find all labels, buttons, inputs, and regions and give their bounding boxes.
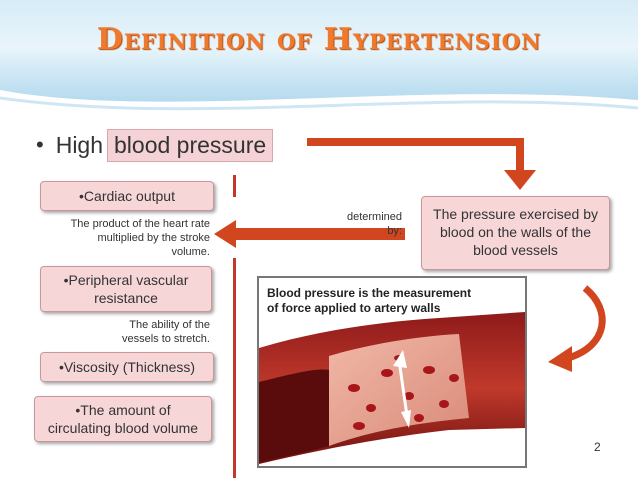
artery-drawing [259,312,525,464]
connector-arrowhead-down [504,170,536,190]
peripheral-resistance-box: •Peripheral vascular resistance [40,266,212,312]
blood-pressure-highlight: blood pressure [107,128,274,162]
left-arrow-shaft [233,228,405,240]
peripheral-label-line2: resistance [94,290,158,306]
slide-header [0,0,638,130]
caption-line2: of force applied to artery walls [267,301,441,315]
definition-line2: blood on the walls of the [440,224,591,240]
connector-arrow-top [307,138,524,172]
bullet-prefix: High [55,131,104,158]
header-wave-decoration [0,90,638,130]
slide-title: Definition of Hypertension [96,22,542,57]
caption-line1: Blood pressure is the measurement [267,286,472,300]
definition-box: The pressure exercised by blood on the w… [421,196,610,270]
cardiac-output-note: The product of the heart rate multiplied… [70,218,210,258]
viscosity-box: •Viscosity (Thickness) [40,352,214,382]
divider-upper [233,175,236,197]
blood-volume-box: •The amount of circulating blood volume [34,396,212,442]
viscosity-label: •Viscosity (Thickness) [58,359,196,375]
left-arrowhead [214,220,236,248]
definition-line3: blood vessels [473,242,558,258]
blood-volume-line2: circulating blood volume [47,420,199,436]
page-number: 2 [594,440,601,454]
main-bullet: • High blood pressure [36,128,274,162]
peripheral-label-line1: •Peripheral vascular [63,272,189,288]
illustration-caption: Blood pressure is the measurement of for… [267,286,517,316]
blood-volume-line1: •The amount of [75,402,171,418]
artery-illustration: Blood pressure is the measurement of for… [257,276,527,468]
curved-arrowhead [548,346,572,372]
curved-arrow [566,285,606,362]
peripheral-note: The ability of the vessels to stretch. [121,319,210,345]
divider-lower [233,258,236,478]
determined-by-label: determined by: [346,211,402,237]
bullet-dot: • [36,132,44,157]
cardiac-output-box: •Cardiac output [40,181,214,211]
definition-line1: The pressure exercised by [433,206,598,222]
cardiac-output-label: •Cardiac output [79,188,175,204]
